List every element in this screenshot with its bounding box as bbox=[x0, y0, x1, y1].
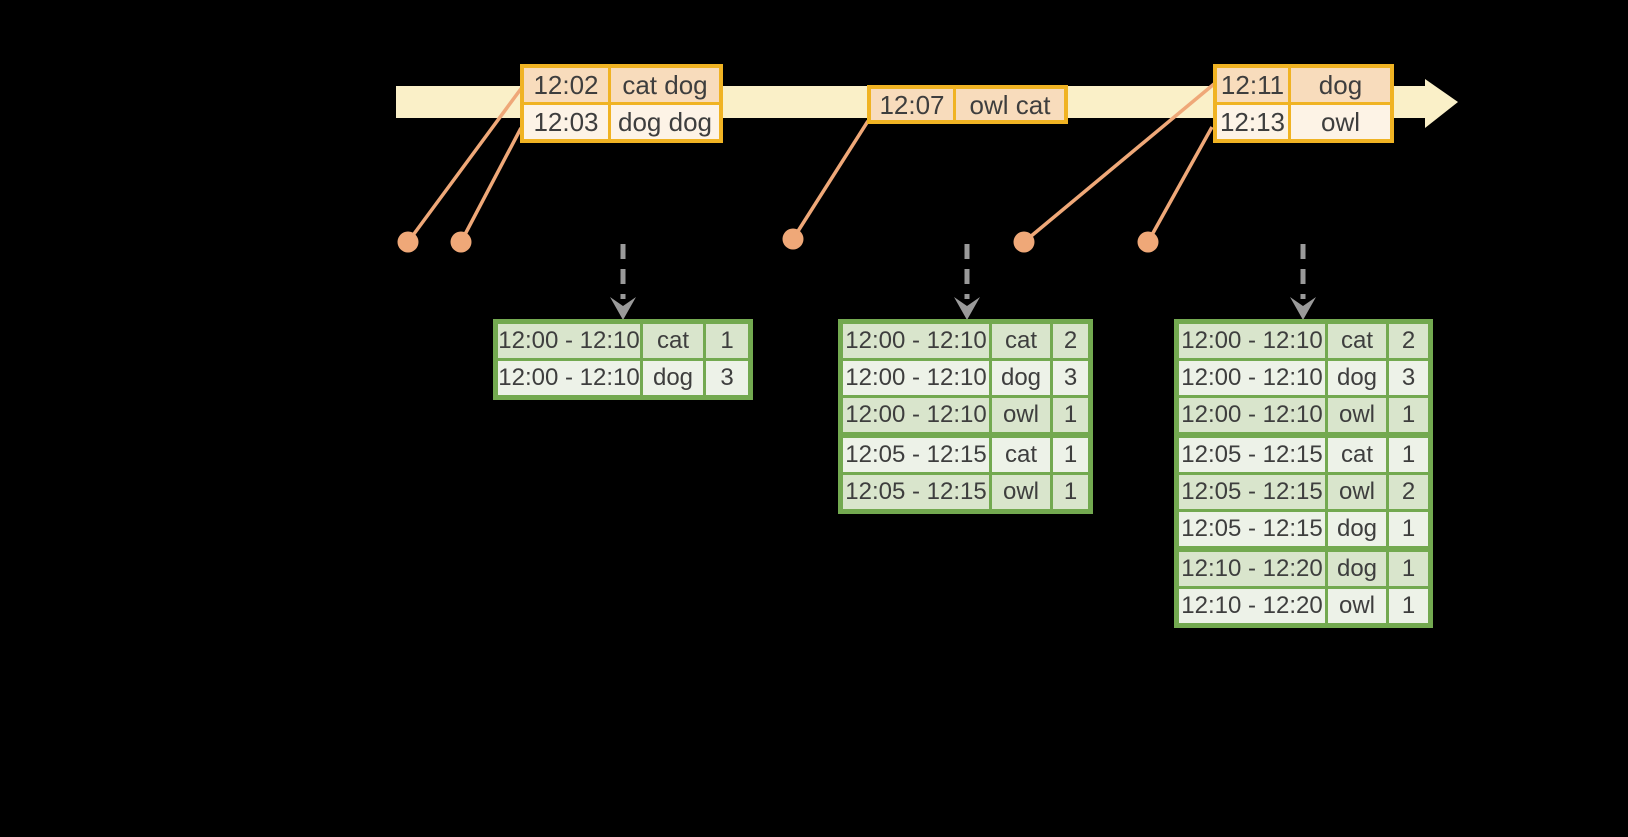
result-window-cell: 12:05 - 12:15 bbox=[843, 475, 989, 509]
result-count-cell: 1 bbox=[1389, 438, 1428, 472]
result-word-cell: owl bbox=[1328, 398, 1386, 432]
event-words-cell: dog dog bbox=[611, 105, 719, 139]
event-connector-lines bbox=[406, 82, 1216, 244]
result-count-cell: 1 bbox=[1053, 475, 1088, 509]
result-word-cell: dog bbox=[992, 361, 1050, 395]
result-word-cell: dog bbox=[1328, 512, 1386, 546]
result-count-cell: 1 bbox=[1389, 589, 1428, 623]
result-word-cell: cat bbox=[1328, 438, 1386, 472]
result-window-cell: 12:10 - 12:20 bbox=[1179, 552, 1325, 586]
result-count-cell: 2 bbox=[1389, 475, 1428, 509]
event-dot bbox=[1137, 231, 1159, 253]
result-word-cell: dog bbox=[643, 361, 703, 395]
result-window-cell: 12:00 - 12:10 bbox=[1179, 361, 1325, 395]
connector-line bbox=[1022, 82, 1216, 244]
result-word-cell: owl bbox=[1328, 475, 1386, 509]
result-window-cell: 12:00 - 12:10 bbox=[498, 324, 640, 358]
connector-line bbox=[406, 84, 525, 244]
result-count-cell: 1 bbox=[1389, 552, 1428, 586]
connector-line bbox=[791, 120, 870, 240]
event-words-cell: owl cat bbox=[956, 89, 1064, 120]
event-time-cell: 12:02 bbox=[524, 68, 608, 102]
result-count-cell: 3 bbox=[1389, 361, 1428, 395]
connector-line bbox=[459, 127, 523, 243]
result-count-cell: 1 bbox=[1053, 398, 1088, 432]
result-word-cell: dog bbox=[1328, 552, 1386, 586]
result-word-cell: cat bbox=[992, 438, 1050, 472]
result-count-cell: 1 bbox=[1053, 438, 1088, 472]
result-count-cell: 1 bbox=[1389, 398, 1428, 432]
event-dot bbox=[450, 231, 472, 253]
event-time-cell: 12:03 bbox=[524, 105, 608, 139]
event-words-cell: cat dog bbox=[611, 68, 719, 102]
result-word-cell: cat bbox=[1328, 324, 1386, 358]
event-time-cell: 12:11 bbox=[1217, 68, 1288, 102]
connector-line bbox=[1146, 126, 1214, 243]
trigger-arrowhead-icon bbox=[610, 297, 636, 320]
result-window-cell: 12:00 - 12:10 bbox=[843, 324, 989, 358]
result-word-cell: owl bbox=[1328, 589, 1386, 623]
result-word-cell: owl bbox=[992, 475, 1050, 509]
trigger-arrowhead-icon bbox=[1290, 297, 1316, 320]
result-window-cell: 12:05 - 12:15 bbox=[1179, 475, 1325, 509]
result-count-cell: 1 bbox=[706, 324, 748, 358]
result-window-cell: 12:05 - 12:15 bbox=[1179, 512, 1325, 546]
result-window-cell: 12:10 - 12:20 bbox=[1179, 589, 1325, 623]
result-window-cell: 12:00 - 12:10 bbox=[1179, 398, 1325, 432]
result-window-cell: 12:00 - 12:10 bbox=[1179, 324, 1325, 358]
result-word-cell: dog bbox=[1328, 361, 1386, 395]
event-words-cell: owl bbox=[1291, 105, 1390, 139]
trigger-arrows bbox=[610, 244, 1316, 320]
event-time-cell: 12:07 bbox=[871, 89, 953, 120]
event-dots bbox=[397, 228, 1159, 253]
event-dot bbox=[397, 231, 419, 253]
event-dot bbox=[782, 228, 804, 250]
result-window-cell: 12:00 - 12:10 bbox=[843, 361, 989, 395]
result-word-cell: cat bbox=[992, 324, 1050, 358]
result-count-cell: 3 bbox=[706, 361, 748, 395]
result-window-cell: 12:05 - 12:15 bbox=[1179, 438, 1325, 472]
result-count-cell: 2 bbox=[1053, 324, 1088, 358]
event-time-cell: 12:13 bbox=[1217, 105, 1288, 139]
trigger-arrowhead-icon bbox=[954, 297, 980, 320]
result-word-cell: owl bbox=[992, 398, 1050, 432]
result-window-cell: 12:05 - 12:15 bbox=[843, 438, 989, 472]
event-dot bbox=[1013, 231, 1035, 253]
result-word-cell: cat bbox=[643, 324, 703, 358]
event-words-cell: dog bbox=[1291, 68, 1390, 102]
result-count-cell: 3 bbox=[1053, 361, 1088, 395]
result-window-cell: 12:00 - 12:10 bbox=[498, 361, 640, 395]
result-window-cell: 12:00 - 12:10 bbox=[843, 398, 989, 432]
timeline-arrowhead-icon bbox=[1425, 79, 1458, 128]
result-count-cell: 2 bbox=[1389, 324, 1428, 358]
result-count-cell: 1 bbox=[1389, 512, 1428, 546]
